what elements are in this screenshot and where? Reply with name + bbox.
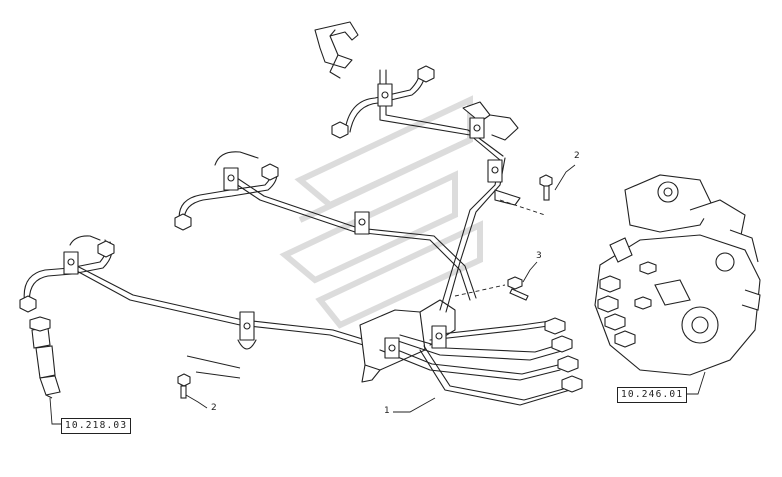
injection-pump [594,174,761,376]
bolt-part-3 [507,276,529,301]
bolt-part-2-bottom [177,373,191,399]
callout-part-3: 3 [536,251,542,261]
watermark-logo [279,95,483,329]
injector [29,316,61,399]
callout-part-1: 1 [384,406,390,416]
leader-lines [49,164,706,425]
reference-label-pump: 10.246.01 [617,387,688,403]
callout-part-2-bottom: 2 [211,403,217,413]
bolt-part-2-top [539,174,553,201]
tube-assembly [19,21,583,406]
callout-part-2-top: 2 [574,151,580,161]
reference-label-injector: 10.218.03 [61,418,132,434]
top-bracket [314,21,359,69]
